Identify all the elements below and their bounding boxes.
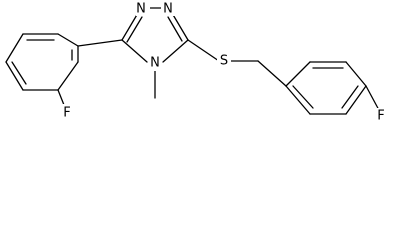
atom-label: N: [163, 2, 173, 17]
bond: [365, 85, 381, 113]
atom-label: F: [63, 106, 70, 121]
bond: [341, 85, 359, 109]
bond: [121, 12, 139, 41]
atom-label: N: [136, 2, 146, 17]
bond: [171, 12, 189, 41]
bond: [285, 61, 311, 87]
bond: [345, 61, 367, 87]
bond: [257, 60, 287, 87]
bond: [121, 39, 148, 63]
bond: [187, 39, 220, 62]
bond: [167, 16, 183, 42]
bond: [292, 85, 314, 109]
bonds: [5, 7, 381, 115]
bond: [126, 16, 143, 43]
atom-label: F: [377, 109, 384, 124]
bond: [57, 33, 79, 47]
bond: [77, 39, 123, 47]
atom-labels: F N N N S F: [60, 2, 388, 124]
chemical-structure-diagram: F N N N S F: [5, 1, 388, 124]
bond: [11, 61, 27, 85]
bond: [5, 33, 24, 63]
bond: [57, 61, 79, 91]
atom-label: N: [150, 56, 160, 71]
bond: [345, 85, 367, 115]
bond: [285, 85, 311, 115]
bond: [162, 39, 189, 63]
bond: [5, 61, 24, 91]
atom-label: S: [220, 54, 228, 69]
